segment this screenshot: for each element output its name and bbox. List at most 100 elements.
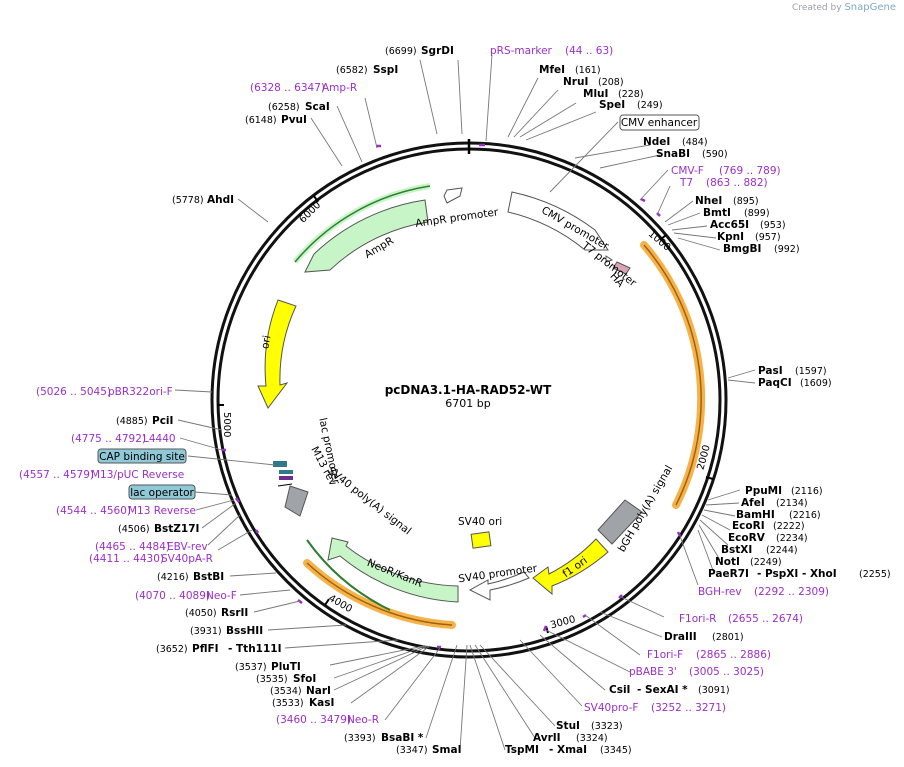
enz-kpni[interactable]: KpnI <box>717 231 744 243</box>
enz-pos-pluti: (3537) <box>235 662 267 673</box>
enz-paqci[interactable]: PaqCI <box>758 377 792 389</box>
primer-l4440-range: (4775 .. 4792) <box>71 433 146 445</box>
primer-cmv-f[interactable]: CMV-F <box>671 165 704 177</box>
enz-stui[interactable]: StuI <box>556 720 580 732</box>
enz-pflfi-extra[interactable]: - Tth111I <box>228 643 282 655</box>
enz-noti[interactable]: NotI <box>715 556 740 568</box>
ori-arrow[interactable] <box>257 299 297 409</box>
bgh-polya-feature[interactable] <box>597 499 643 545</box>
primer-m13puc-reverse[interactable]: M13/pUC Reverse <box>91 469 184 481</box>
enz-pos-mlui: (228) <box>618 89 644 100</box>
primer-marks <box>222 143 682 649</box>
enz-avrii[interactable]: AvrII <box>533 732 561 744</box>
label-ampr-promoter: AmpR promoter <box>415 206 500 230</box>
enz-smai[interactable]: SmaI <box>432 744 462 756</box>
enz-tspmi[interactable]: TspMI <box>505 744 539 756</box>
primer-neo-f-range: (4070 .. 4089) <box>135 590 210 602</box>
enz-pflfi[interactable]: PflFI <box>192 643 219 655</box>
sv40-ori-feature[interactable] <box>470 531 492 549</box>
enz-csii[interactable]: CsiI <box>609 684 630 696</box>
plasmid-size: 6701 bp <box>445 397 490 410</box>
ha-tag[interactable] <box>612 261 631 275</box>
sv40-promoter-arrow[interactable] <box>468 571 530 601</box>
primer-pbr322ori-f[interactable]: pBR322ori-F <box>108 386 173 398</box>
enz-bstbi[interactable]: BstBI <box>193 571 224 583</box>
f1-ori-arrow[interactable] <box>532 538 609 596</box>
primer-bgh-rev[interactable]: BGH-rev <box>698 586 742 598</box>
enz-pos-csii: (3091) <box>698 685 730 696</box>
enz-ndei[interactable]: NdeI <box>643 136 670 148</box>
primer-sv40pa-r[interactable]: SV40pA-R <box>161 553 213 565</box>
primer-pbabe3[interactable]: pBABE 3' <box>629 666 677 678</box>
enz-paer7i[interactable]: PaeR7I <box>708 568 749 580</box>
primer-neo-f[interactable]: Neo-F <box>206 590 237 602</box>
primer-ebv-rev[interactable]: EBV-rev <box>167 541 208 553</box>
enz-bamhi[interactable]: BamHI <box>736 509 775 521</box>
enz-bmti[interactable]: BmtI <box>703 207 731 219</box>
cap-binding-label: CAP binding site <box>99 451 185 463</box>
tick-5000: 5000 <box>221 412 232 437</box>
enz-sspi[interactable]: SspI <box>373 64 398 76</box>
enz-nhei[interactable]: NheI <box>695 195 722 207</box>
primer-t7[interactable]: T7 <box>679 177 693 189</box>
enz-spei[interactable]: SpeI <box>599 99 625 111</box>
enz-pos-pcii: (4885) <box>116 416 148 427</box>
primer-sv40pro-f[interactable]: SV40pro-F <box>584 702 638 714</box>
enz-afei[interactable]: AfeI <box>741 497 765 509</box>
primer-f1ori-r[interactable]: F1ori-R <box>679 613 716 625</box>
enz-mlui[interactable]: MluI <box>583 88 608 100</box>
primer-f1ori-f[interactable]: F1ori-F <box>647 649 683 661</box>
enz-scai[interactable]: ScaI <box>305 101 330 113</box>
enz-sgrdi[interactable]: SgrDI <box>421 45 454 57</box>
enz-pasi[interactable]: PasI <box>758 365 783 377</box>
enz-pos-kpni: (957) <box>755 232 781 243</box>
enz-csii-extra[interactable]: - SexAI * <box>637 684 688 696</box>
enz-pos-nhei: (895) <box>733 196 759 207</box>
enz-nrui[interactable]: NruI <box>563 76 588 88</box>
primer-prs-marker[interactable]: pRS-marker <box>490 45 553 57</box>
enz-rsrii[interactable]: RsrII <box>221 607 248 619</box>
enz-ahdi[interactable]: AhdI <box>207 194 234 206</box>
ampr-arrow[interactable] <box>304 199 429 273</box>
enz-acc65i[interactable]: Acc65I <box>710 219 749 231</box>
enz-bmgbi[interactable]: BmgBI <box>723 243 761 255</box>
primer-f1ori-f-range: (2865 .. 2886) <box>696 649 771 661</box>
primer-m13-reverse[interactable]: M13 Reverse <box>128 505 196 517</box>
primer-m13puc-reverse-range: (4557 .. 4579) <box>19 469 94 481</box>
enz-ecori[interactable]: EcoRI <box>732 520 765 532</box>
enz-pos-tspmi: (3345) <box>600 745 632 756</box>
enz-ecorv[interactable]: EcoRV <box>728 532 766 544</box>
enz-mfei[interactable]: MfeI <box>539 64 565 76</box>
t7-promoter-arrow[interactable] <box>605 255 614 263</box>
ampr-promoter-arrow[interactable] <box>443 187 463 204</box>
sv40-polya-feature[interactable] <box>284 485 309 517</box>
primer-ampr[interactable]: Amp-R <box>322 82 357 94</box>
enz-nari[interactable]: NarI <box>306 685 331 697</box>
enz-bsshii[interactable]: BssHII <box>226 625 263 637</box>
primer-l4440[interactable]: L4440 <box>143 433 176 445</box>
enz-ppumi[interactable]: PpuMI <box>745 485 782 497</box>
enz-bstxi[interactable]: BstXI <box>721 544 752 556</box>
enz-pcii[interactable]: PciI <box>152 415 173 427</box>
cmv-promoter-arrow[interactable] <box>507 191 609 251</box>
cmv-enhancer-box[interactable] <box>619 114 700 131</box>
enz-pluti[interactable]: PluTI <box>271 661 301 673</box>
enz-paer7i-extra[interactable]: - PspXI - XhoI <box>757 568 837 580</box>
enz-bsabi[interactable]: BsaBI * <box>381 732 424 744</box>
lac-operator-box[interactable] <box>128 484 196 500</box>
enz-snabi[interactable]: SnaBI <box>656 148 690 160</box>
enz-kasi[interactable]: KasI <box>309 697 334 709</box>
primer-ampr-range: (6328 .. 6347) <box>250 82 325 94</box>
primer-neo-r[interactable]: Neo-R <box>347 714 379 726</box>
enz-pos-bstxi: (2244) <box>766 545 798 556</box>
enz-draiii[interactable]: DraIII <box>664 631 697 643</box>
enz-pos-ahdi: (5778) <box>172 195 204 206</box>
neo-kan-arrow[interactable] <box>327 537 459 603</box>
highlight-neo-inner <box>306 539 391 611</box>
enz-pos-avrii: (3324) <box>576 733 608 744</box>
enz-tspmi-extra[interactable]: - XmaI <box>549 744 587 756</box>
enz-bstz17i[interactable]: BstZ17I <box>154 523 199 535</box>
enz-pvui[interactable]: PvuI <box>281 114 307 126</box>
enz-sfoi[interactable]: SfoI <box>293 673 316 685</box>
cap-binding-box[interactable] <box>97 448 187 464</box>
